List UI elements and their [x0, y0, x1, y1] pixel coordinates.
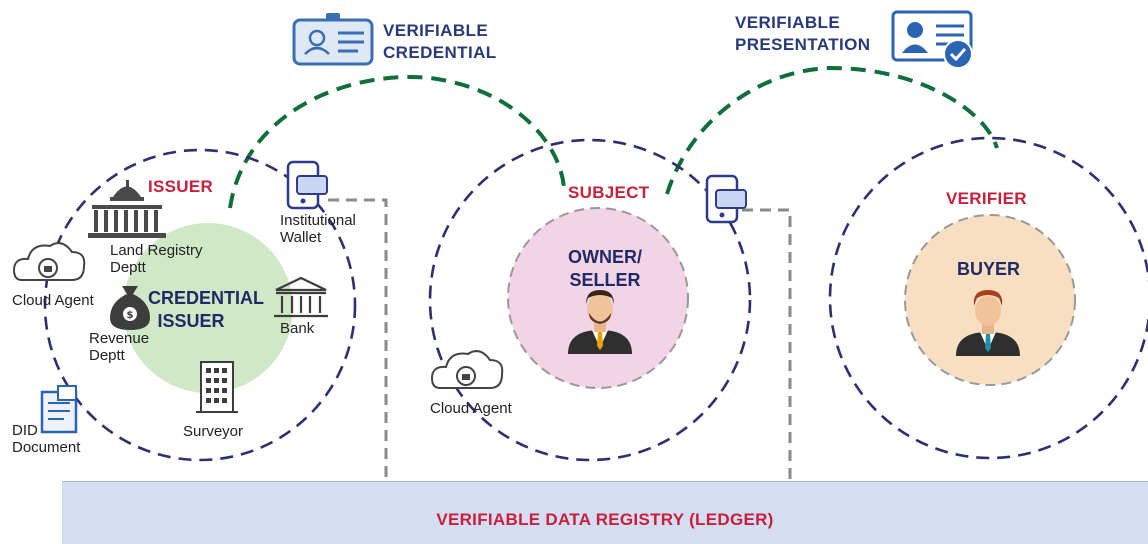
money-bag-icon: $	[110, 286, 150, 330]
revenue-label: Revenue Deptt	[89, 330, 150, 364]
verifiable-credential-label: VERIFIABLE CREDENTIAL	[383, 21, 497, 62]
cloud-agent-icon	[430, 350, 504, 389]
credential-issuer-circle	[123, 223, 293, 393]
bank-label: Bank	[280, 320, 315, 337]
owner-seller-label: OWNER/ SELLER	[568, 247, 642, 290]
person-avatar-icon	[568, 290, 632, 354]
person-avatar-icon	[956, 290, 1020, 356]
capitol-building-icon	[88, 180, 166, 238]
subject-role-circle	[428, 138, 752, 462]
verifiable-data-registry-ledger: VERIFIABLE DATA REGISTRY (LEDGER)	[62, 481, 1148, 544]
credential-issuer-label: CREDENTIAL ISSUER	[148, 288, 264, 331]
issuer-ledger-connector	[328, 198, 388, 500]
buyer-label: BUYER	[957, 259, 1021, 279]
verifier-role-label: VERIFIER	[946, 189, 1027, 208]
verifiable-credential-arc	[228, 75, 566, 209]
office-tower-icon	[196, 361, 238, 413]
cloud-agent-icon	[12, 242, 86, 281]
mobile-wallet-icon	[705, 174, 747, 224]
verifiable-presentation-arc	[665, 65, 999, 195]
subject-role-label: SUBJECT	[568, 183, 650, 202]
verifiable-presentation-label: VERIFIABLE PRESENTATION	[735, 13, 871, 54]
cloud-agent-subject-label: Cloud Agent	[430, 400, 512, 417]
ledger-label: VERIFIABLE DATA REGISTRY (LEDGER)	[436, 510, 774, 529]
id-card-icon	[292, 13, 374, 66]
did-document-label: DID Document	[12, 422, 81, 456]
institutional-wallet-label: Institutional Wallet	[280, 212, 356, 246]
issuer-role-label: ISSUER	[148, 177, 214, 196]
subject-ledger-connector	[742, 208, 792, 500]
svg-text:$: $	[127, 310, 134, 321]
land-registry-label: Land Registry Deptt	[110, 242, 203, 276]
issuer-role-circle	[43, 148, 357, 462]
did-document-icon	[40, 385, 78, 434]
mobile-wallet-icon	[286, 160, 328, 210]
presentation-card-icon	[891, 10, 973, 69]
cloud-agent-issuer-label: Cloud Agent	[12, 292, 94, 309]
bank-building-icon	[274, 276, 328, 318]
surveyor-label: Surveyor	[183, 423, 244, 440]
